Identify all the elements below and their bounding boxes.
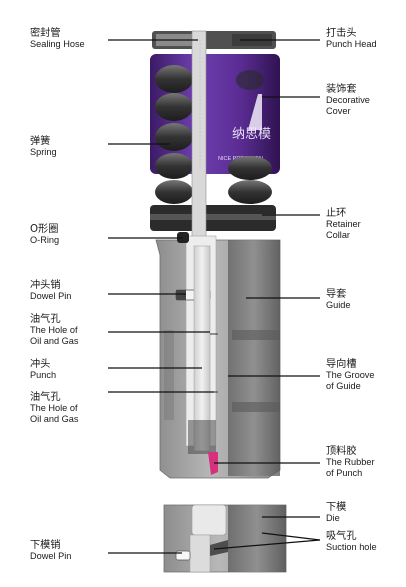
label-dowel-pin-top: 冲头销 Dowel Pin	[30, 280, 72, 301]
leaders-left	[108, 39, 214, 554]
punch-rubber	[208, 452, 218, 475]
label-guide: 导套 Guide	[326, 289, 351, 310]
label-suction-hole: 吸气孔 Suction hole	[326, 531, 377, 552]
dowel-pin-bottom	[175, 550, 191, 561]
label-punch-rubber: 顶料胶 The Rubber of Punch	[326, 446, 375, 478]
upper-assembly: 纳思模 NICE PRECISION	[150, 30, 280, 247]
label-retainer-collar: 止环 Retainer Collar	[326, 208, 361, 240]
label-sealing-hose: 密封管 Sealing Hose	[30, 28, 85, 49]
label-guide-groove: 导向槽 The Groove of Guide	[326, 359, 375, 391]
label-spring: 弹簧 Spring	[30, 136, 57, 157]
label-o-ring: O形圈 O-Ring	[30, 224, 60, 245]
label-punch-head: 打击头 Punch Head	[326, 28, 377, 49]
guide-body	[155, 232, 281, 479]
label-die: 下模 Die	[326, 502, 347, 523]
brand-logo-icon	[248, 94, 262, 130]
brand-text-cn: 纳思模	[232, 127, 271, 142]
label-decorative-cover: 装饰套 Decorative Cover	[326, 84, 370, 116]
die-assembly	[163, 504, 287, 573]
label-punch: 冲头 Punch	[30, 359, 57, 380]
guide-groove	[232, 330, 280, 340]
sealing-hose	[191, 30, 207, 247]
spring	[155, 65, 272, 204]
leaders-right	[213, 39, 321, 550]
label-oil-gas-hole-1: 油气孔 The Hole of Oil and Gas	[30, 314, 79, 346]
label-oil-gas-hole-2: 油气孔 The Hole of Oil and Gas	[30, 392, 79, 424]
label-dowel-pin-bottom: 下模销 Dowel Pin	[30, 540, 72, 561]
